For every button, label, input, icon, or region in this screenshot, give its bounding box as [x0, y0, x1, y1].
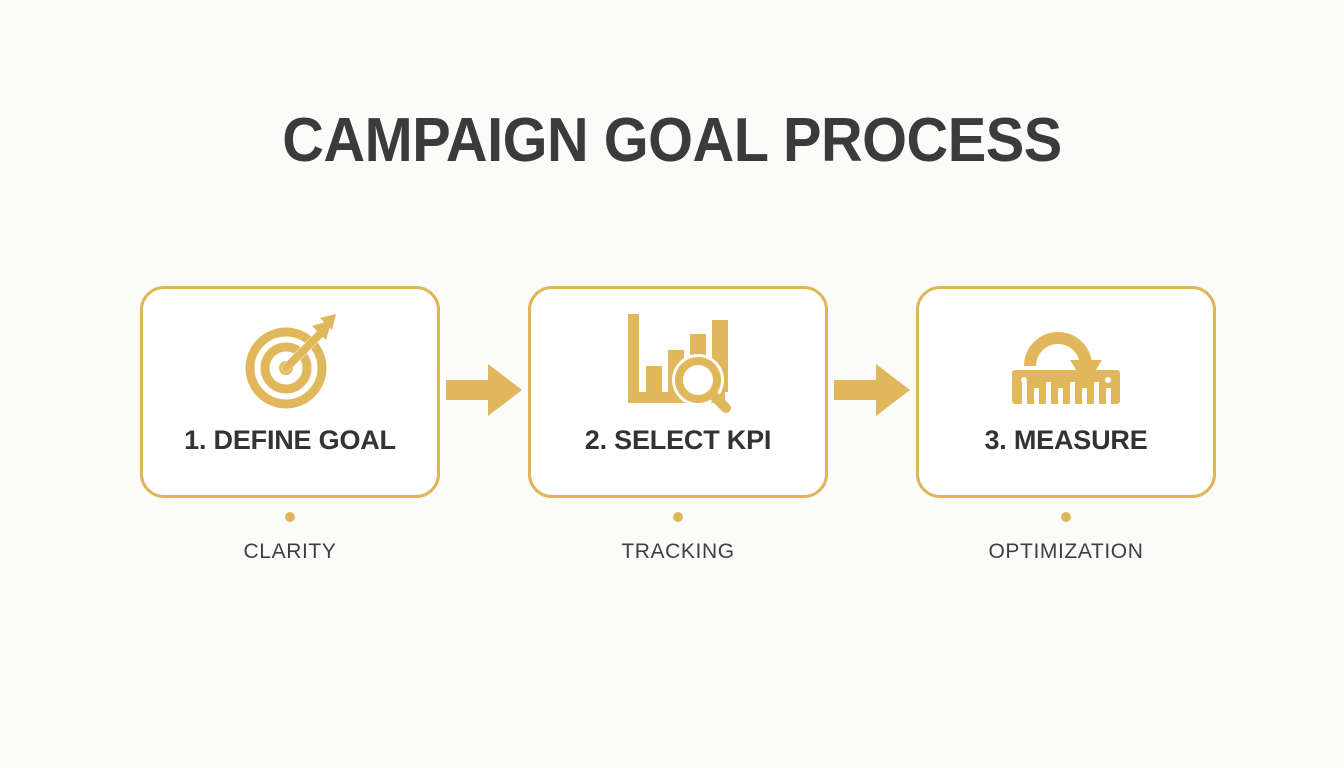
caption-dot-icon [285, 512, 295, 522]
step-label-3: 3. MEASURE [984, 425, 1148, 455]
caption-label-3: OPTIMIZATION [988, 540, 1144, 563]
step-label-2: 2. SELECT KPI [584, 425, 772, 455]
captions-row: CLARITY TRACKING OPTIMIZATION [140, 512, 1216, 582]
bar-chart-magnifier-icon [622, 303, 734, 421]
caption-label-1: CLARITY [243, 540, 337, 563]
process-step-1[interactable]: 1. DEFINE GOAL [140, 286, 440, 498]
arrow-right-icon [834, 362, 910, 423]
arrow-right-icon [446, 362, 522, 423]
caption-label-2: TRACKING [621, 540, 735, 563]
step-card-measure[interactable]: 3. MEASURE [916, 286, 1216, 498]
process-steps-row: 1. DEFINE GOAL [140, 286, 1216, 498]
target-arrow-icon [236, 303, 344, 421]
ruler-curved-arrow-icon [1008, 303, 1124, 421]
process-step-2[interactable]: 2. SELECT KPI [528, 286, 828, 498]
caption-dot-icon [1061, 512, 1071, 522]
connector-arrow-1 [440, 362, 528, 422]
step-card-define-goal[interactable]: 1. DEFINE GOAL [140, 286, 440, 498]
caption-dot-icon [673, 512, 683, 522]
step-card-select-kpi[interactable]: 2. SELECT KPI [528, 286, 828, 498]
connector-arrow-2 [828, 362, 916, 422]
page-title: CAMPAIGN GOAL PROCESS [282, 106, 1062, 175]
caption-cell-2: TRACKING [528, 512, 828, 564]
step-label-1: 1. DEFINE GOAL [184, 425, 396, 455]
caption-cell-3: OPTIMIZATION [916, 512, 1216, 564]
process-step-3[interactable]: 3. MEASURE [916, 286, 1216, 498]
caption-cell-1: CLARITY [140, 512, 440, 564]
